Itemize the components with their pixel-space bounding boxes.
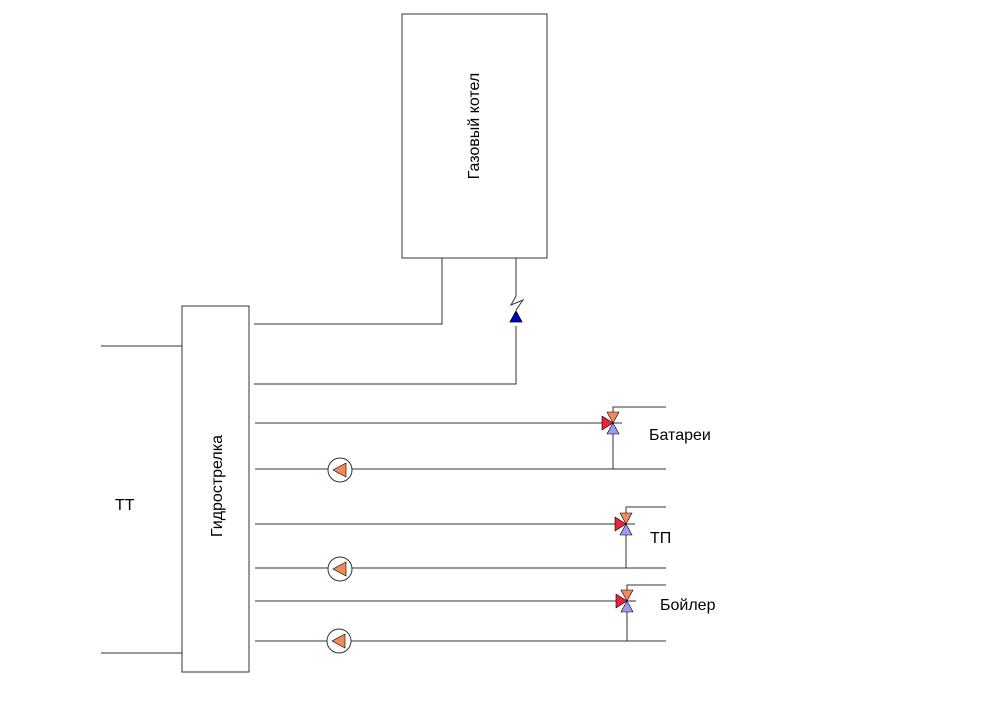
solid-fuel-label: ТТ: [115, 497, 135, 514]
boiler-return-pipe: [254, 326, 517, 385]
boiler-return-pipe-upper: [509, 258, 525, 311]
check-valve-icon: [509, 310, 523, 323]
radiators-label: Батареи: [649, 427, 711, 444]
hydro-separator-label: Гидрострелка: [209, 435, 226, 537]
gas-boiler-box: [401, 13, 548, 259]
floor-heating-outlet-pipe: [625, 506, 666, 516]
boiler-supply-pipe: [254, 258, 443, 325]
water-heater-outlet-pipe: [626, 584, 666, 593]
water-heater-label: Бойлер: [660, 597, 716, 614]
circulation-pump-icon: [327, 457, 353, 483]
three-way-mixing-valve-icon: [615, 589, 636, 613]
three-way-mixing-valve-icon: [614, 512, 635, 536]
circulation-pump-icon: [326, 628, 352, 654]
radiators-outlet-pipe: [612, 406, 666, 415]
hydro-separator-box: [181, 305, 250, 673]
gas-boiler-label: Газовый котел: [466, 73, 483, 180]
floor-heating-label: ТП: [650, 530, 671, 547]
circulation-pump-icon: [327, 556, 353, 582]
three-way-mixing-valve-icon: [601, 411, 622, 435]
